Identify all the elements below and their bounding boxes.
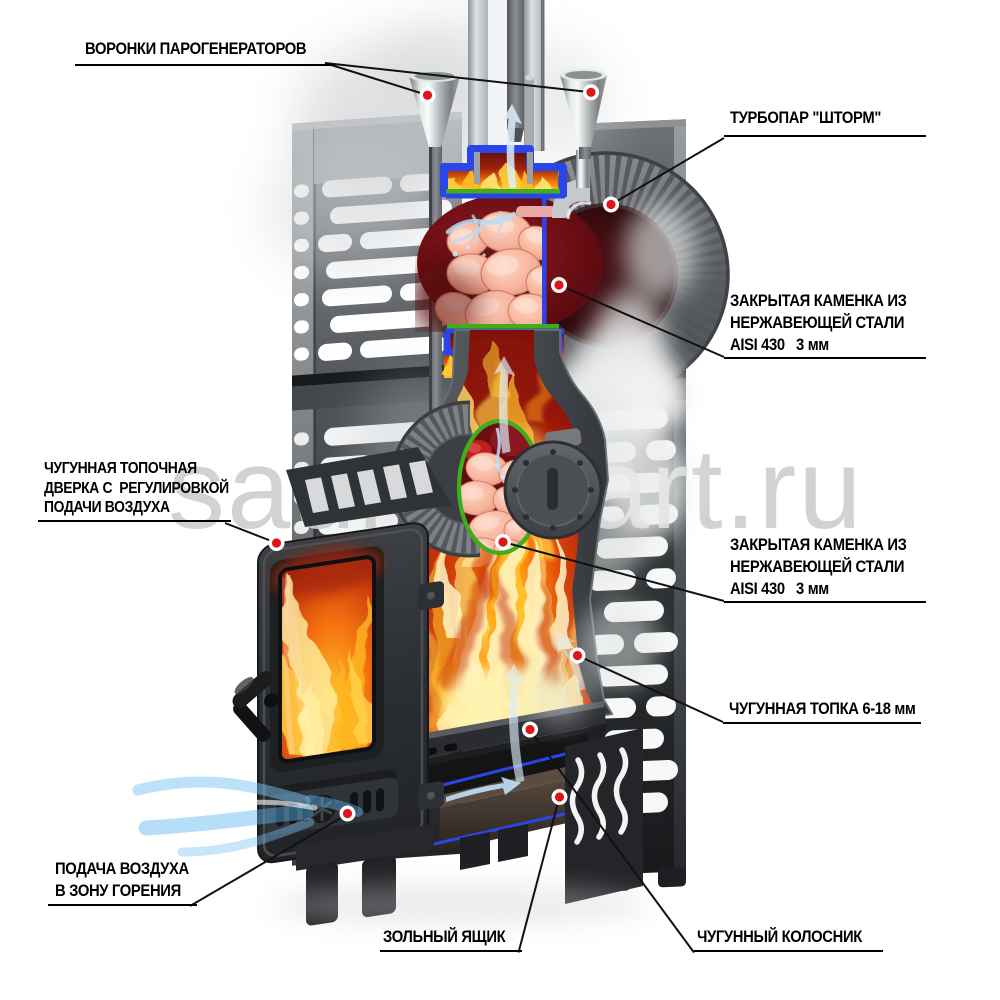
leader-turbo bbox=[610, 137, 725, 206]
steam-smoke-front bbox=[530, 204, 696, 725]
dot-funnel-left bbox=[419, 87, 436, 104]
marker-dots bbox=[268, 84, 619, 822]
dot-grate bbox=[522, 721, 538, 738]
label-air: ПОДАЧА ВОЗДУХА В ЗОНУ ГОРЕНИЯ bbox=[48, 858, 197, 906]
leader-air bbox=[189, 813, 349, 907]
dot-kamenka-top bbox=[551, 277, 567, 293]
ground-shadow bbox=[270, 883, 650, 927]
label-kamenka-top: ЗАКРЫТАЯ КАМЕНКА ИЗ НЕРЖАВЕЮЩЕЙ СТАЛИ AI… bbox=[724, 290, 926, 359]
water-splash bbox=[445, 210, 517, 244]
leader-grate bbox=[529, 729, 695, 954]
leader-funnels-right bbox=[324, 62, 592, 94]
dot-kamenka-mid bbox=[495, 534, 511, 550]
label-kamenka-mid: ЗАКРЫТАЯ КАМЕНКА ИЗ НЕРЖАВЕЮЩЕЙ СТАЛИ AI… bbox=[724, 534, 926, 603]
leader-kamenka-mid bbox=[502, 541, 725, 602]
door-handle bbox=[232, 671, 278, 742]
hatch-door bbox=[503, 428, 603, 540]
leader-lines bbox=[189, 62, 725, 954]
leader-firebox bbox=[577, 654, 724, 723]
fire-flow-arrows bbox=[494, 104, 586, 784]
leader-funnels-left bbox=[324, 62, 428, 97]
leader-kamenka-top bbox=[558, 284, 725, 358]
label-ashbox: ЗОЛЬНЫЙ ЯЩИК bbox=[380, 926, 522, 952]
label-firebox: ЧУГУННАЯ ТОПКА 6-18 мм bbox=[723, 698, 921, 724]
chimney bbox=[468, 0, 545, 151]
front-grill bbox=[286, 447, 452, 527]
door-glass bbox=[272, 547, 382, 764]
fire-door bbox=[232, 522, 444, 926]
ash-box bbox=[414, 733, 591, 852]
dot-firebox bbox=[569, 647, 586, 664]
dot-door bbox=[268, 535, 285, 551]
label-turbo: ТУРБОПАР "ШТОРМ" bbox=[724, 107, 926, 137]
leader-door bbox=[224, 522, 277, 544]
dot-funnel-right bbox=[583, 84, 599, 101]
label-grate: ЧУГУННЫЙ КОЛОСНИК bbox=[694, 926, 883, 952]
dot-ashbox bbox=[551, 789, 568, 805]
dot-air bbox=[339, 805, 356, 822]
label-door: ЧУГУННАЯ ТОПОЧНАЯ ДВЕРКА С РЕГУЛИРОВКОЙ … bbox=[38, 459, 231, 522]
air-vent bbox=[266, 777, 398, 836]
dot-turbo bbox=[603, 196, 619, 213]
stand bbox=[460, 728, 643, 904]
leader-ashbox bbox=[517, 796, 561, 953]
label-funnels: ВОРОНКИ ПАРОГЕНЕРАТОРОВ bbox=[75, 38, 335, 66]
